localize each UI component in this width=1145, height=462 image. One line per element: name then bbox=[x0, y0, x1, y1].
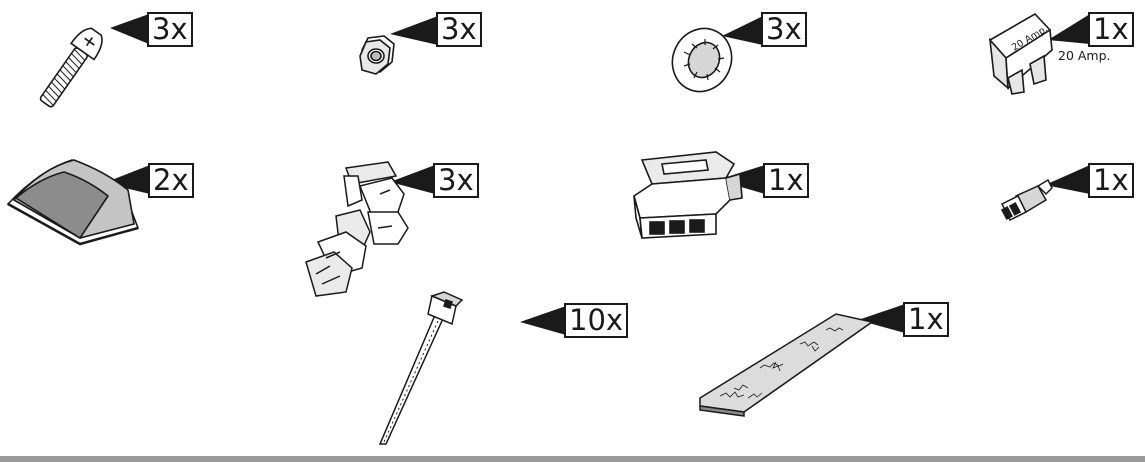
fuse-body-text: 20 Amp. bbox=[1010, 23, 1050, 54]
qty-badge-adhesive-pad: 2x bbox=[148, 163, 194, 198]
leader-wedges bbox=[104, 14, 1090, 335]
qty-badge-connector-housing: 1x bbox=[763, 163, 809, 198]
qty-badge-cable-clip: 3x bbox=[433, 163, 479, 198]
bottom-divider bbox=[0, 456, 1145, 462]
qty-badge-foam-tape: 1x bbox=[903, 302, 949, 337]
lock-washer-icon bbox=[671, 27, 733, 93]
qty-badge-screw: 3x bbox=[147, 12, 193, 47]
qty-badge-cable-tie: 10x bbox=[564, 303, 629, 338]
wire-connector-icon bbox=[1000, 178, 1053, 222]
qty-badge-wire-connector: 1x bbox=[1088, 163, 1134, 198]
hex-nut-icon bbox=[359, 35, 395, 75]
screw-icon bbox=[39, 27, 103, 108]
foam-tape-strip-icon bbox=[699, 313, 875, 417]
qty-badge-nut: 3x bbox=[436, 12, 482, 47]
qty-badge-lock-washer: 3x bbox=[761, 12, 807, 47]
adhesive-pad-icon bbox=[6, 159, 140, 246]
cable-clip-icon bbox=[305, 161, 409, 297]
qty-badge-fuse: 1x bbox=[1088, 12, 1134, 47]
cable-tie-icon bbox=[378, 291, 464, 445]
fuse-rating-label: 20 Amp. bbox=[1058, 48, 1111, 63]
connector-housing-icon bbox=[633, 151, 743, 239]
